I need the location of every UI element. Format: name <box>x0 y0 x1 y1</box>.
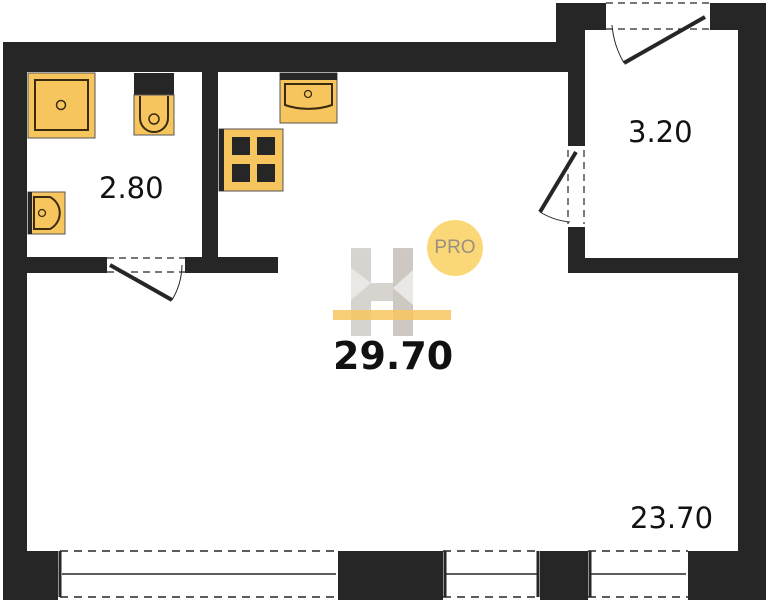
room-area-bathroom: 2.80 <box>99 171 164 205</box>
kitchen-sink-icon <box>279 72 338 124</box>
walls <box>3 3 766 600</box>
room-area-living: 23.70 <box>630 501 714 535</box>
pro-badge: PRO <box>427 220 483 276</box>
stove-icon <box>218 128 284 192</box>
toilet-icon <box>133 73 175 136</box>
accent-bar <box>333 310 451 320</box>
watermark-logo-icon <box>351 248 413 336</box>
bathroom-sink-icon <box>27 191 66 235</box>
pro-badge-text: PRO <box>434 237 476 258</box>
shower-icon <box>27 72 96 139</box>
doors <box>107 2 710 302</box>
total-area: 29.70 <box>333 334 454 378</box>
windows <box>58 550 688 598</box>
room-area-storage: 3.20 <box>628 115 693 149</box>
